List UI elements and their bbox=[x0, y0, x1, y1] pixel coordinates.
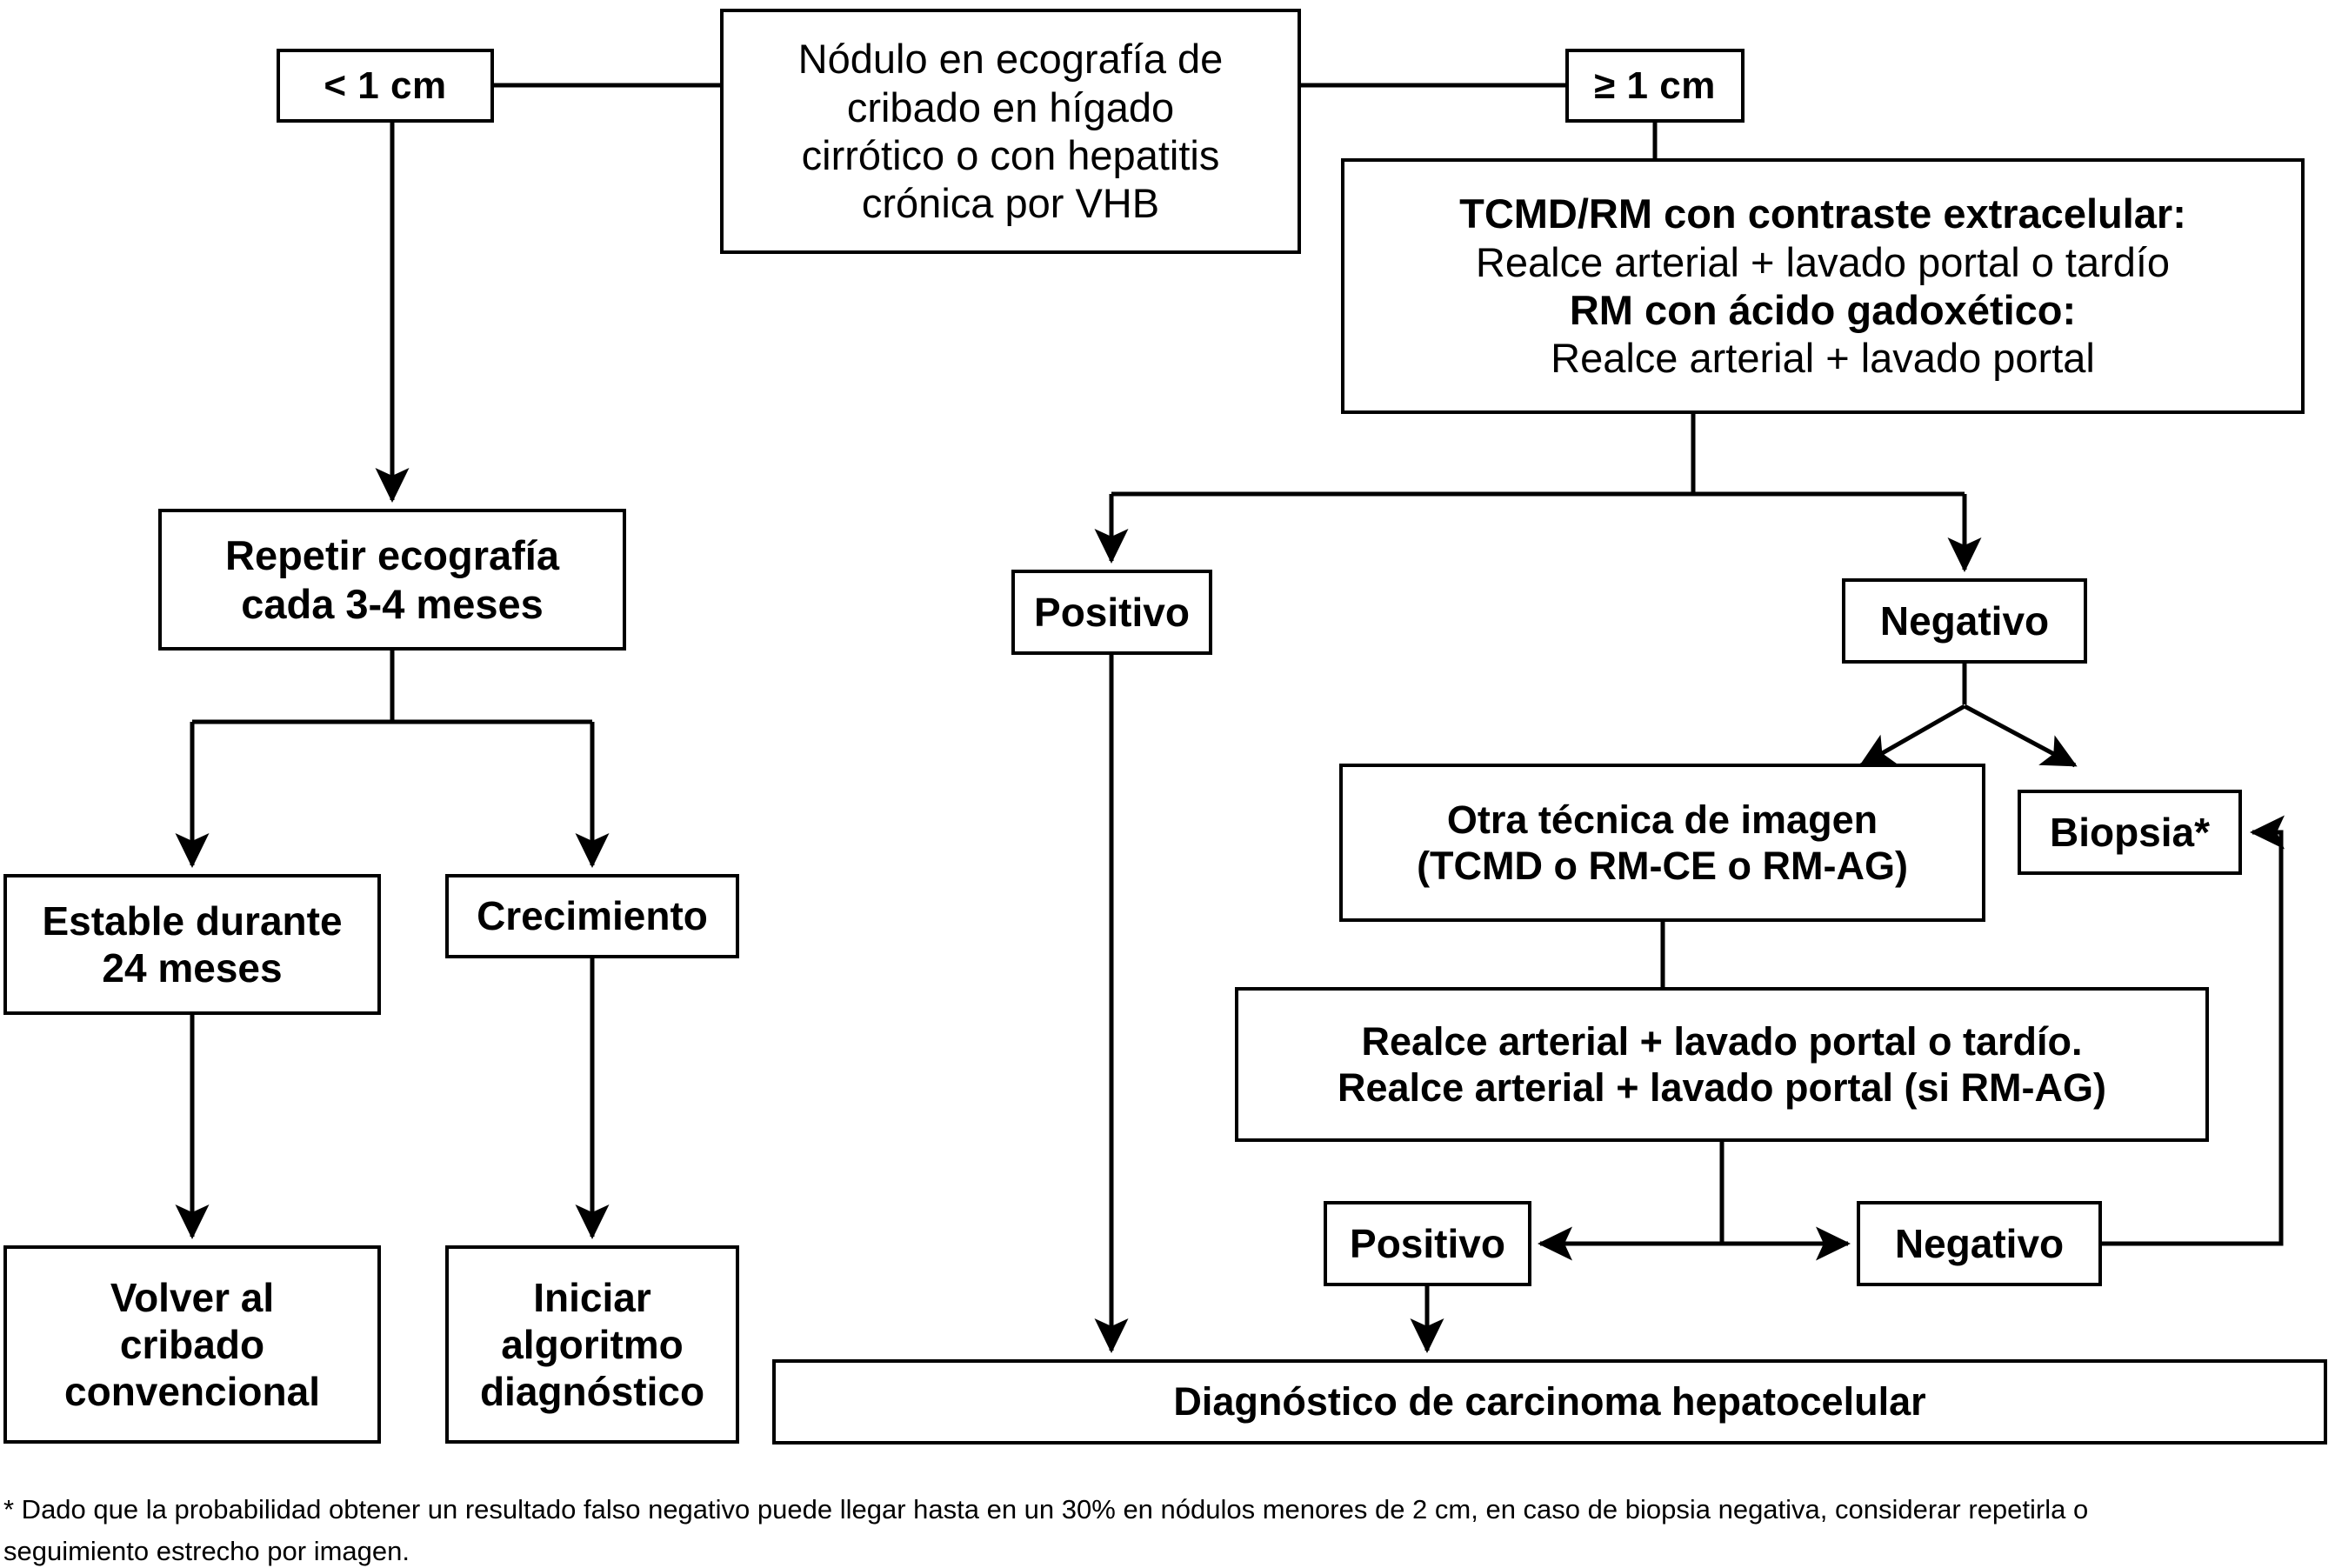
node-negative-second-label: Negativo bbox=[1894, 1220, 2065, 1266]
node-backscreen-line-3: convencional bbox=[64, 1369, 320, 1415]
edge-negative1-to-biopsy bbox=[1963, 704, 2078, 768]
node-root-line-2: cribado en hígado bbox=[846, 83, 1175, 130]
node-stable-line-2: 24 meses bbox=[102, 945, 283, 991]
node-imaging-protocol[interactable]: TCMD/RM con contraste extracelular: Real… bbox=[1341, 158, 2305, 414]
node-positive-second[interactable]: Positivo bbox=[1324, 1201, 1531, 1286]
node-protocol-line-1: TCMD/RM con contraste extracelular: bbox=[1459, 190, 2186, 237]
edge-negative1-to-othertech bbox=[1858, 704, 1966, 768]
node-diagnosis-hcc[interactable]: Diagnóstico de carcinoma hepatocelular bbox=[772, 1359, 2327, 1445]
node-growth-label: Crecimiento bbox=[477, 893, 708, 939]
node-startalgo-line-2: algoritmo bbox=[501, 1321, 684, 1367]
node-protocol-line-3: RM con ácido gadoxético: bbox=[1569, 287, 2077, 333]
node-root-line-1: Nódulo en ecografía de bbox=[797, 36, 1224, 83]
node-root-line-3: cirrótico o con hepatitis bbox=[801, 132, 1220, 178]
node-size-small-label: < 1 cm bbox=[324, 63, 447, 107]
node-size-small[interactable]: < 1 cm bbox=[277, 49, 494, 123]
node-negative-first-label: Negativo bbox=[1879, 597, 2050, 644]
node-start-algorithm[interactable]: Iniciar algoritmo diagnóstico bbox=[445, 1245, 739, 1444]
node-othertech-line-1: Otra técnica de imagen bbox=[1446, 797, 1878, 842]
node-root-line-4: crónica por VHB bbox=[861, 180, 1160, 227]
node-growth[interactable]: Crecimiento bbox=[445, 874, 739, 958]
node-backscreen-line-2: cribado bbox=[119, 1321, 265, 1367]
node-back-to-screening[interactable]: Volver al cribado convencional bbox=[3, 1245, 381, 1444]
node-biopsy-label: Biopsia* bbox=[2049, 809, 2211, 855]
node-diagnosis-label: Diagnóstico de carcinoma hepatocelular bbox=[1173, 1379, 1926, 1425]
node-negative-first[interactable]: Negativo bbox=[1842, 578, 2087, 664]
node-startalgo-line-1: Iniciar bbox=[533, 1274, 651, 1320]
node-protocol-line-4: Realce arterial + lavado portal bbox=[1551, 335, 2095, 382]
node-usrepeat-line-1: Repetir ecografía bbox=[225, 532, 559, 579]
node-imaging-findings[interactable]: Realce arterial + lavado portal o tardío… bbox=[1235, 987, 2209, 1142]
node-stable-line-1: Estable durante bbox=[42, 897, 343, 944]
node-stable-24-months[interactable]: Estable durante 24 meses bbox=[3, 874, 381, 1015]
node-biopsy[interactable]: Biopsia* bbox=[2018, 790, 2242, 875]
node-findings-line-2: Realce arterial + lavado portal (si RM-A… bbox=[1337, 1065, 2107, 1110]
node-root-nodule[interactable]: Nódulo en ecografía de cribado en hígado… bbox=[720, 9, 1301, 254]
node-positive-second-label: Positivo bbox=[1350, 1220, 1505, 1266]
node-backscreen-line-1: Volver al bbox=[110, 1274, 275, 1320]
node-usrepeat-line-2: cada 3-4 meses bbox=[241, 580, 544, 627]
node-othertech-line-2: (TCMD o RM-CE o RM-AG) bbox=[1417, 844, 1908, 888]
node-positive-first-label: Positivo bbox=[1034, 589, 1190, 635]
node-size-large[interactable]: ≥ 1 cm bbox=[1565, 49, 1745, 123]
node-protocol-line-2: Realce arterial + lavado portal o tardío bbox=[1475, 238, 2171, 285]
node-findings-line-1: Realce arterial + lavado portal o tardío… bbox=[1361, 1018, 2083, 1064]
footnote-line-2: seguimiento estrecho por imagen. bbox=[3, 1536, 410, 1567]
node-other-imaging-technique[interactable]: Otra técnica de imagen (TCMD o RM-CE o R… bbox=[1339, 764, 1985, 922]
node-positive-first[interactable]: Positivo bbox=[1011, 570, 1212, 655]
node-repeat-ultrasound[interactable]: Repetir ecografía cada 3-4 meses bbox=[158, 509, 626, 651]
node-startalgo-line-3: diagnóstico bbox=[479, 1369, 705, 1415]
footnote-line-1: * Dado que la probabilidad obtener un re… bbox=[3, 1494, 2089, 1525]
node-negative-second[interactable]: Negativo bbox=[1857, 1201, 2102, 1286]
node-size-large-label: ≥ 1 cm bbox=[1594, 63, 1716, 107]
footnote: * Dado que la probabilidad obtener un re… bbox=[3, 1489, 2327, 1568]
